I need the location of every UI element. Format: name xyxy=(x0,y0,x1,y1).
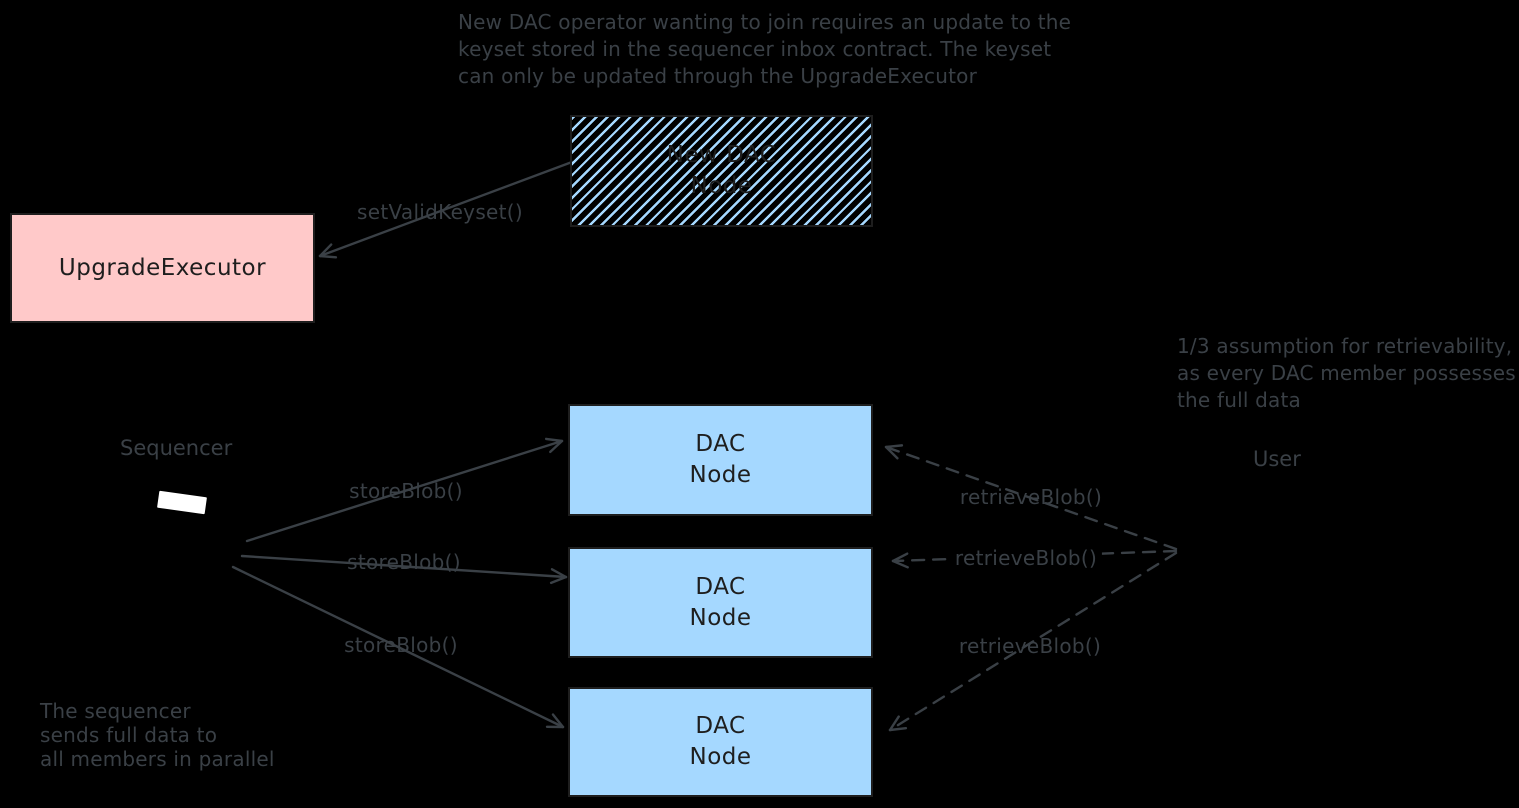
node-label: UpgradeExecutor xyxy=(58,254,267,281)
node-new-dac[interactable]: New DAC Node xyxy=(570,115,873,227)
note-line: 1/3 assumption for retrievability, xyxy=(1177,334,1513,358)
edge-label-retrieve-blob-2: retrieveBlob() xyxy=(949,546,1103,570)
note-line: sends full data to xyxy=(40,723,218,747)
sequencer-label: Sequencer xyxy=(120,436,233,460)
node-label: Node xyxy=(689,462,752,488)
user-label: User xyxy=(1253,447,1301,471)
note-line: New DAC operator wanting to join require… xyxy=(458,10,1072,34)
edge-label-retrieve-blob-3: retrieveBlob() xyxy=(958,634,1102,658)
note-retrievability: 1/3 assumption for retrievability, as ev… xyxy=(1177,333,1516,414)
note-parallel-send: The sequencer sends full data to all mem… xyxy=(40,699,275,771)
node-label: Node xyxy=(689,604,752,631)
node-label: Node xyxy=(690,173,753,199)
edge-label-set-valid-keyset: setValidKeyset() xyxy=(357,200,523,224)
note-line: all members in parallel xyxy=(40,747,275,771)
node-label: New DAC xyxy=(666,142,777,168)
node-label: DAC xyxy=(695,431,746,457)
edge-label-store-blob-3: storeBlob() xyxy=(344,633,458,657)
sequencer-laptop-screen-icon[interactable] xyxy=(157,490,207,515)
note-line: keyset stored in the sequencer inbox con… xyxy=(458,37,1052,61)
node-label: DAC xyxy=(695,713,746,739)
node-label: DAC xyxy=(695,573,746,600)
edge-label-retrieve-blob-1: retrieveBlob() xyxy=(959,485,1103,509)
node-label: Node xyxy=(689,744,752,770)
note-line: as every DAC member possesses xyxy=(1177,361,1516,385)
note-line: the full data xyxy=(1177,388,1302,412)
note-line: can only be updated through the UpgradeE… xyxy=(458,64,977,88)
note-keyset-update: New DAC operator wanting to join require… xyxy=(458,9,1071,90)
note-line: The sequencer xyxy=(40,699,191,723)
node-dac-2[interactable]: DAC Node xyxy=(568,547,873,658)
edge-label-store-blob-2: storeBlob() xyxy=(347,550,461,574)
node-upgrade-executor[interactable]: UpgradeExecutor xyxy=(10,213,315,323)
node-dac-1[interactable]: DAC Node xyxy=(568,404,873,516)
node-dac-3[interactable]: DAC Node xyxy=(568,687,873,797)
edge-label-store-blob-1: storeBlob() xyxy=(349,479,463,503)
